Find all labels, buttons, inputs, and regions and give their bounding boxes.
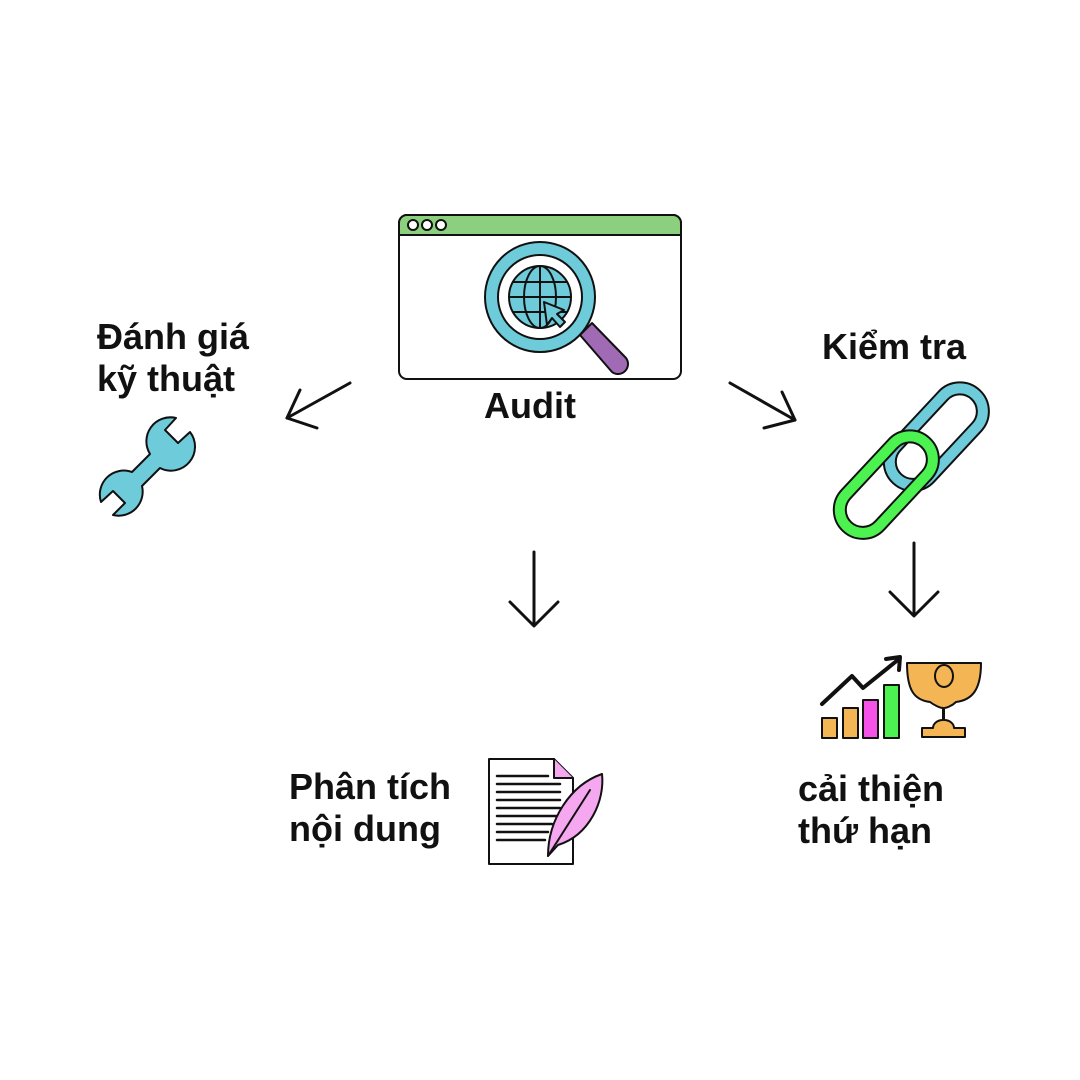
wrench-icon	[98, 416, 197, 517]
center-label-audit: Audit	[484, 385, 576, 426]
chain-link-icon	[832, 381, 990, 540]
browser-audit-icon	[398, 214, 682, 380]
growth-chart-icon	[820, 655, 902, 739]
arrow-to-links	[728, 381, 797, 430]
globe-icon	[508, 265, 572, 329]
node-label-technical: Đánh giá kỹ thuật	[97, 316, 250, 399]
node-label-links: Kiểm tra	[822, 326, 967, 367]
arrow-to-content	[508, 550, 560, 628]
magnifier-icon	[484, 241, 629, 375]
arrows	[285, 381, 940, 628]
document-quill-icon	[488, 758, 604, 865]
node-label-content: Phân tích nội dung	[289, 766, 452, 849]
arrow-to-ranking	[888, 541, 940, 618]
arrow-to-technical	[285, 381, 352, 430]
trophy-icon	[906, 662, 982, 738]
node-label-ranking: cải thiện thứ hạn	[798, 768, 945, 851]
